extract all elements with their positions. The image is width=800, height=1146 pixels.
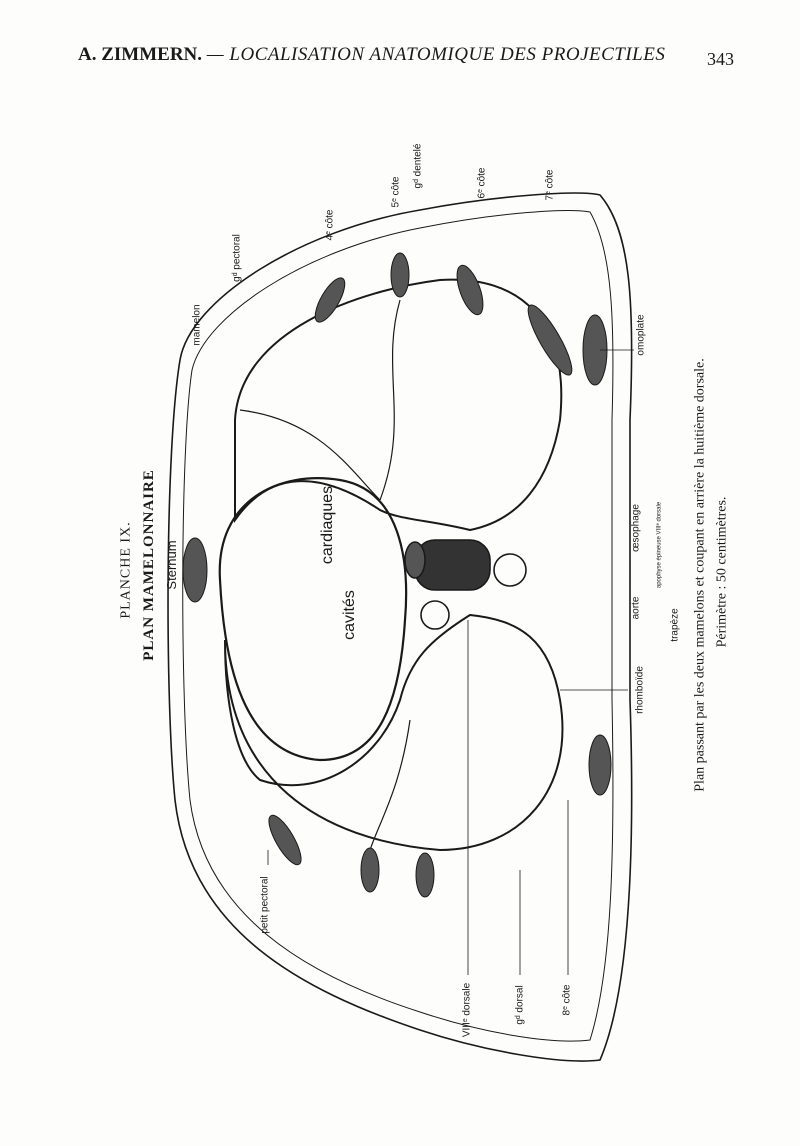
sternum	[182, 537, 208, 603]
pleura-line	[379, 299, 401, 501]
label-viii-dorsale: VIIIᵉ dorsale	[461, 982, 473, 1038]
label-aorte: aorte	[630, 596, 642, 620]
label-cote7: 7ᵉ côte	[544, 169, 556, 201]
page-number: 343	[707, 49, 734, 69]
label-oesophage: œsophage	[630, 504, 642, 552]
running-title: — LOCALISATION ANATOMIQUE DES PROJECTILE…	[206, 44, 666, 65]
label-rhomboide: rhomboïde	[634, 666, 646, 714]
label-apophyse: apophyse épineuse VIIIᵉ dorsale	[656, 501, 663, 589]
esophagus	[404, 541, 426, 579]
label-mamelon: mamelon	[191, 304, 203, 346]
label-sternum: Sternum	[163, 540, 179, 590]
plate-number: PLANCHE IX.	[118, 521, 134, 619]
label-petit-pectoral: petit pectoral	[259, 876, 271, 934]
running-header: A. ZIMMERN. — LOCALISATION ANATOMIQUE DE…	[78, 44, 665, 66]
label-omoplate: omoplate	[635, 314, 647, 356]
label-grand-pectoral: gᵈ pectoral	[231, 234, 243, 282]
label-trapeze: trapèze	[669, 608, 681, 642]
skin-inner	[182, 210, 614, 1042]
rib	[268, 814, 302, 866]
vertebral-body	[414, 539, 491, 591]
label-cote8: 8ᵉ côte	[561, 984, 573, 1016]
rib	[415, 852, 435, 898]
rib	[527, 304, 573, 376]
label-cardiaques: cardiaques	[319, 485, 337, 565]
mediastinum-line	[239, 409, 381, 501]
caption-line-2: Périmètre : 50 centimètres.	[714, 496, 730, 648]
pleura-line-lower	[369, 719, 411, 851]
rib	[456, 264, 484, 316]
heart	[218, 477, 408, 762]
right-lung-cavity	[234, 278, 563, 532]
caption-line-1: Plan passant par les deux mamelons et co…	[692, 358, 708, 792]
rib	[588, 734, 612, 796]
author: A. ZIMMERN.	[78, 44, 203, 65]
rib	[390, 252, 410, 298]
rib	[360, 847, 380, 893]
left-lung-cavity	[224, 613, 564, 852]
rib	[314, 277, 346, 323]
body-outline	[167, 192, 633, 1062]
spinal-canal	[493, 553, 527, 587]
label-cavites: cavités	[341, 590, 359, 640]
label-grand-dentele: gᵈ dentelé	[412, 143, 424, 189]
label-cote6: 6ᵉ côte	[476, 167, 488, 199]
label-cote4: 4ᵉ côte	[324, 209, 336, 241]
plate-title: PLAN MAMELONNAIRE	[140, 469, 157, 661]
label-cote5: 5ᵉ côte	[390, 176, 402, 208]
aorta	[420, 600, 450, 630]
label-grand-dorsal: gᵈ dorsal	[514, 985, 526, 1025]
